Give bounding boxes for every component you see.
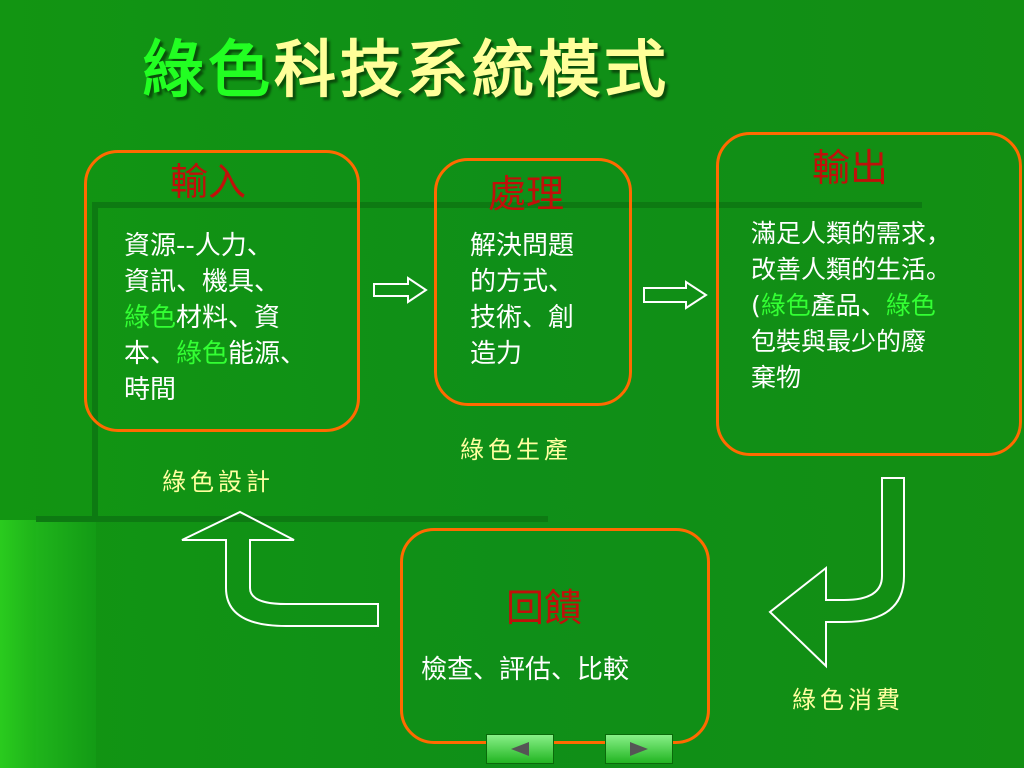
input-line: 時間 xyxy=(124,375,177,405)
output-line: 改善人類的生活。 xyxy=(751,255,952,284)
input-line: 本、綠色能源、 xyxy=(124,336,364,372)
output-line: 包裝與最少的廢 xyxy=(751,327,927,356)
process-line: 的方式、 xyxy=(470,267,575,297)
caption-green-design: 綠色設計 xyxy=(162,468,274,496)
input-text: 資源--人力、 資訊、機具、 綠色材料、資 本、綠色能源、 時間 xyxy=(124,228,364,408)
triangle-left-icon xyxy=(511,742,529,756)
decor-band-inner xyxy=(36,520,96,768)
output-line: 滿足人類的需求， xyxy=(751,219,952,248)
feedback-box xyxy=(400,528,710,744)
slide-title: 綠色科技系統模式 xyxy=(142,30,670,110)
green-word: 綠色 xyxy=(885,291,936,320)
feedback-heading: 回饋 xyxy=(506,586,583,630)
input-line-part: 能源、 xyxy=(228,339,307,369)
decor-bar-vertical xyxy=(92,202,98,520)
title-rest: 科技系統模式 xyxy=(274,33,671,106)
title-highlight: 綠色 xyxy=(142,33,275,106)
arrow-curve-down-left-icon xyxy=(768,477,905,669)
process-line: 解決問題 xyxy=(470,231,575,261)
input-box xyxy=(84,150,360,432)
input-line-part: 本、 xyxy=(124,339,177,369)
next-slide-button[interactable] xyxy=(605,734,673,764)
decor-bar-middle xyxy=(36,516,548,522)
input-line-rest: 材料、資 xyxy=(176,303,281,333)
triangle-right-icon xyxy=(630,742,648,756)
prev-slide-button[interactable] xyxy=(486,734,554,764)
input-heading: 輸入 xyxy=(170,160,247,204)
output-box xyxy=(716,132,1022,456)
output-heading: 輸出 xyxy=(812,146,889,190)
process-line: 造力 xyxy=(470,339,523,369)
arrow-right-icon xyxy=(643,280,708,310)
green-word: 綠色 xyxy=(760,291,811,320)
green-word: 綠色 xyxy=(176,339,229,369)
output-text: 滿足人類的需求， 改善人類的生活。 (綠色產品、綠色 包裝與最少的廢 棄物 xyxy=(751,216,1021,396)
process-box xyxy=(434,158,632,406)
output-line: (綠色產品、綠色 xyxy=(751,288,1021,324)
process-line: 技術、創 xyxy=(470,303,575,333)
decor-bar-top xyxy=(92,202,922,208)
arrow-right-icon xyxy=(373,276,428,304)
input-line: 資訊、機具、 xyxy=(124,267,281,297)
process-text: 解決問題 的方式、 技術、創 造力 xyxy=(470,228,620,372)
green-word: 綠色 xyxy=(124,303,177,333)
output-line-part: 產品、 xyxy=(810,291,886,320)
process-heading: 處理 xyxy=(488,172,565,216)
caption-green-consumption: 綠色消費 xyxy=(792,686,904,714)
arrow-curve-up-icon xyxy=(181,510,379,627)
feedback-text: 檢查、評估、比較 xyxy=(421,655,630,685)
output-line-part: ( xyxy=(751,291,761,320)
input-line: 資源--人力、 xyxy=(124,231,273,261)
output-line: 棄物 xyxy=(751,363,802,392)
caption-green-production: 綠色生產 xyxy=(460,436,572,464)
input-line: 綠色材料、資 xyxy=(124,300,364,336)
